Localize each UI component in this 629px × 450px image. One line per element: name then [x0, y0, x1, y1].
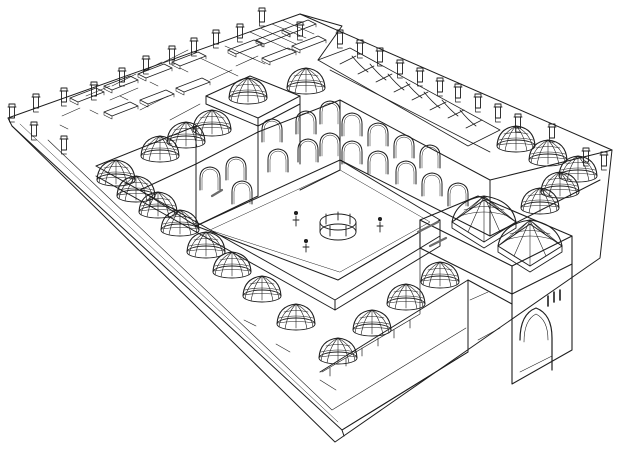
- north-pavilion: [205, 67, 326, 197]
- shadow-marks: [210, 188, 448, 248]
- courtyard: [195, 159, 441, 281]
- north-wing-skylights: [69, 19, 327, 120]
- south-wing-domes: [352, 261, 460, 337]
- north-chimneys: [7, 7, 305, 155]
- south-balustrade: [321, 245, 421, 377]
- south-wing: [319, 219, 469, 431]
- courtyard-figures: [292, 210, 384, 253]
- courtyard-fountain: [319, 211, 357, 241]
- east-wing-domes: [496, 125, 598, 215]
- north-inner-arcade: [195, 99, 341, 227]
- east-wing: [489, 149, 613, 237]
- east-chimneys: [335, 29, 609, 171]
- east-shed-roof: [317, 47, 501, 153]
- east-inner-arcade: [339, 99, 491, 237]
- ground-lines: [243, 291, 501, 391]
- gatehouse: [419, 195, 573, 385]
- west-roof-hatching: [59, 19, 315, 130]
